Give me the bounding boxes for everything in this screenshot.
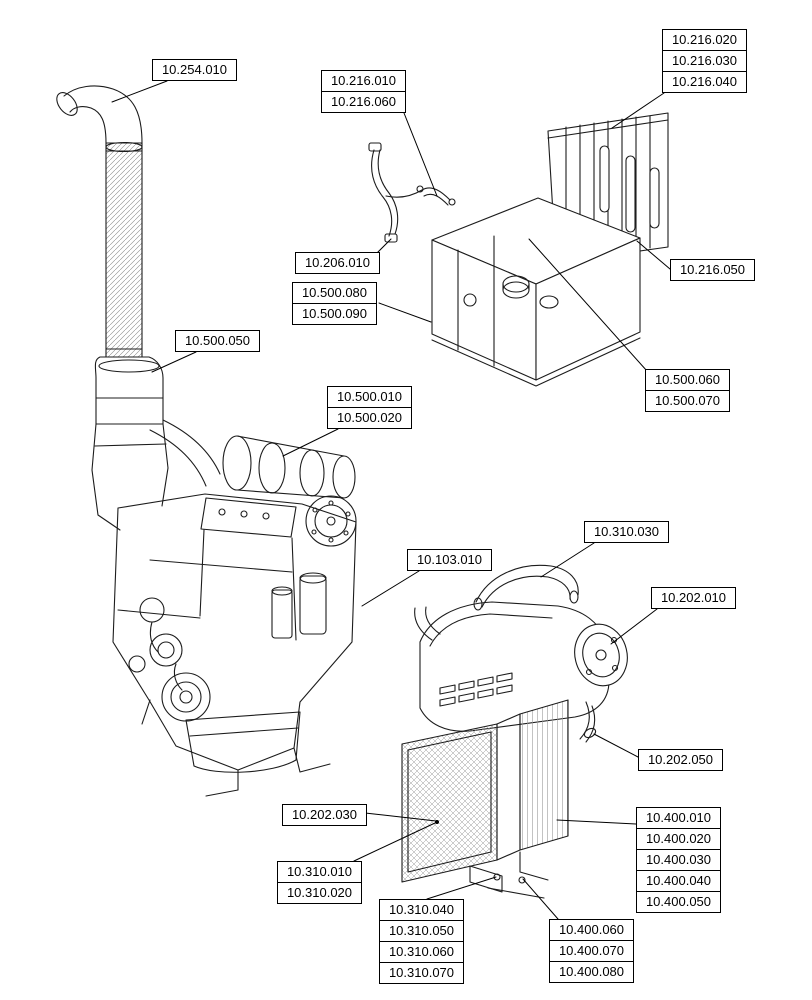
callout-10-202-050: 10.202.050 bbox=[638, 749, 723, 771]
part-ref[interactable]: 10.216.060 bbox=[321, 91, 406, 113]
part-ref[interactable]: 10.500.010 bbox=[327, 386, 412, 408]
part-ref[interactable]: 10.500.060 bbox=[645, 369, 730, 391]
callout-10-254-010: 10.254.010 bbox=[152, 59, 237, 81]
part-ref[interactable]: 10.310.040 bbox=[379, 899, 464, 921]
part-ref[interactable]: 10.500.080 bbox=[292, 282, 377, 304]
cooler-drawing bbox=[401, 564, 628, 899]
callout-10-310-040-group: 10.310.040 10.310.050 10.310.060 10.310.… bbox=[379, 899, 464, 984]
callout-10-202-030: 10.202.030 bbox=[282, 804, 367, 826]
part-ref[interactable]: 10.400.070 bbox=[549, 940, 634, 962]
part-ref[interactable]: 10.400.050 bbox=[636, 891, 721, 913]
part-ref[interactable]: 10.500.090 bbox=[292, 303, 377, 325]
part-ref[interactable]: 10.216.020 bbox=[662, 29, 747, 51]
part-ref[interactable]: 10.400.030 bbox=[636, 849, 721, 871]
tank-drawing bbox=[431, 112, 669, 387]
part-ref[interactable]: 10.216.050 bbox=[670, 259, 755, 281]
part-ref[interactable]: 10.254.010 bbox=[152, 59, 237, 81]
callout-10-500-010-group: 10.500.010 10.500.020 bbox=[327, 386, 412, 429]
leader-lines bbox=[111, 80, 671, 920]
part-ref[interactable]: 10.400.080 bbox=[549, 961, 634, 983]
callout-10-500-080-group: 10.500.080 10.500.090 bbox=[292, 282, 377, 325]
callout-10-216-050: 10.216.050 bbox=[670, 259, 755, 281]
part-ref[interactable]: 10.400.040 bbox=[636, 870, 721, 892]
callout-10-500-050: 10.500.050 bbox=[175, 330, 260, 352]
harness-drawing bbox=[368, 142, 456, 243]
part-ref[interactable]: 10.216.030 bbox=[662, 50, 747, 72]
callout-10-400-060-group: 10.400.060 10.400.070 10.400.080 bbox=[549, 919, 634, 983]
callout-10-500-060-group: 10.500.060 10.500.070 bbox=[645, 369, 730, 412]
engine-drawing bbox=[112, 435, 357, 797]
callout-10-310-030: 10.310.030 bbox=[584, 521, 669, 543]
part-ref[interactable]: 10.500.070 bbox=[645, 390, 730, 412]
exhaust-stack-drawing bbox=[56, 85, 221, 531]
part-ref[interactable]: 10.400.060 bbox=[549, 919, 634, 941]
part-ref[interactable]: 10.206.010 bbox=[295, 252, 380, 274]
callout-10-400-010-group: 10.400.010 10.400.020 10.400.030 10.400.… bbox=[636, 807, 721, 913]
callout-10-202-010: 10.202.010 bbox=[651, 587, 736, 609]
part-ref[interactable]: 10.500.050 bbox=[175, 330, 260, 352]
part-ref[interactable]: 10.202.010 bbox=[651, 587, 736, 609]
callout-10-310-010-group: 10.310.010 10.310.020 bbox=[277, 861, 362, 904]
callout-10-103-010: 10.103.010 bbox=[407, 549, 492, 571]
callout-10-206-010: 10.206.010 bbox=[295, 252, 380, 274]
part-ref[interactable]: 10.310.070 bbox=[379, 962, 464, 984]
part-ref[interactable]: 10.103.010 bbox=[407, 549, 492, 571]
part-ref[interactable]: 10.216.040 bbox=[662, 71, 747, 93]
part-ref[interactable]: 10.310.030 bbox=[584, 521, 669, 543]
part-ref[interactable]: 10.310.060 bbox=[379, 941, 464, 963]
part-ref[interactable]: 10.400.020 bbox=[636, 828, 721, 850]
part-ref[interactable]: 10.500.020 bbox=[327, 407, 412, 429]
part-ref[interactable]: 10.400.010 bbox=[636, 807, 721, 829]
callout-10-216-010-group: 10.216.010 10.216.060 bbox=[321, 70, 406, 113]
part-ref[interactable]: 10.202.030 bbox=[282, 804, 367, 826]
part-ref[interactable]: 10.310.010 bbox=[277, 861, 362, 883]
part-ref[interactable]: 10.216.010 bbox=[321, 70, 406, 92]
part-ref[interactable]: 10.310.050 bbox=[379, 920, 464, 942]
part-ref[interactable]: 10.310.020 bbox=[277, 882, 362, 904]
part-ref[interactable]: 10.202.050 bbox=[638, 749, 723, 771]
callout-10-216-020-group: 10.216.020 10.216.030 10.216.040 bbox=[662, 29, 747, 93]
